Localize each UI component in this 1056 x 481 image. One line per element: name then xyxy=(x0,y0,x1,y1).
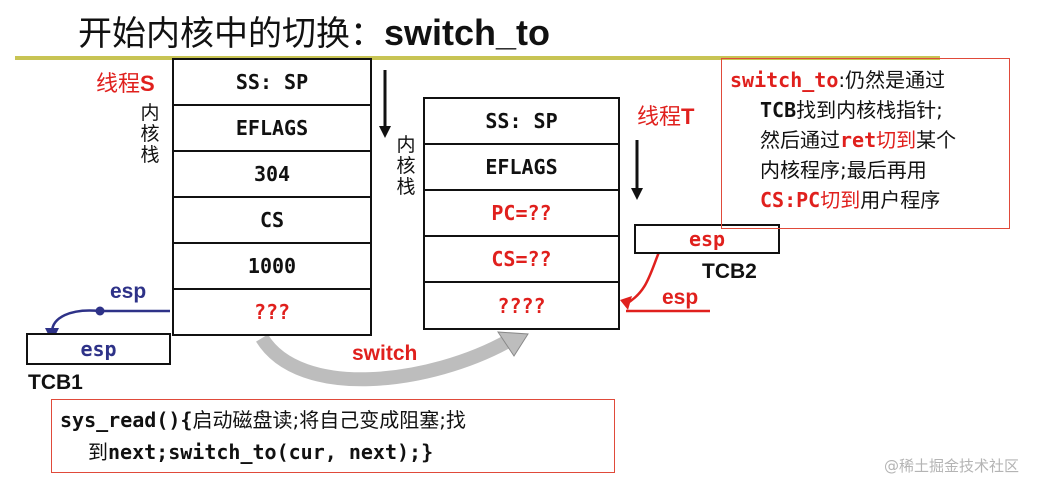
thread-s-kernel-stack: SS: SP EFLAGS 304 CS 1000 ??? xyxy=(172,58,372,336)
note-line-2: TCB找到内核栈指针; xyxy=(760,98,943,122)
thread-t-kernel-stack: SS: SP EFLAGS PC=?? CS=?? ???? xyxy=(423,97,620,330)
note-line-5: CS:PC切到用户程序 xyxy=(760,188,941,212)
sys-read-code: sys_read(){启动磁盘读;将自己变成阻塞;找 到next;switch_… xyxy=(51,399,615,473)
note-line-4: 内核程序;最后再用 xyxy=(760,158,927,182)
watermark: @稀土掘金技术社区 xyxy=(884,457,1020,475)
thread-s-cell-ss-sp: SS: SP xyxy=(174,60,370,106)
tcb1-name: TCB1 xyxy=(28,371,83,394)
thread-s-esp-label: esp xyxy=(110,280,147,303)
code-line-2: 到next;switch_to(cur, next);} xyxy=(88,440,434,464)
code-line-1: sys_read(){启动磁盘读;将自己变成阻塞;找 xyxy=(60,408,466,432)
page-title: 开始内核中的切换：switch_to xyxy=(78,6,550,55)
tcb2-esp-field: esp xyxy=(634,224,780,254)
thread-s-cell-1000: 1000 xyxy=(174,244,370,290)
thread-t-cell-eflags: EFLAGS xyxy=(425,145,618,191)
thread-t-stack-label: 内核栈 xyxy=(396,134,416,198)
note-line-1: switch_to:仍然是通过 xyxy=(730,68,946,92)
tcb2-name: TCB2 xyxy=(702,260,757,283)
thread-t-cell-pc: PC=?? xyxy=(425,191,618,237)
stack-growth-arrowhead-s xyxy=(379,126,391,138)
thread-t-cell-unknown: ???? xyxy=(497,293,546,318)
title-func: switch_to xyxy=(384,12,551,53)
switch-label: switch xyxy=(352,342,418,365)
tcb1-esp-field: esp xyxy=(26,333,171,365)
esp-pointer-t-head xyxy=(620,296,632,310)
esp-pointer-s-curve xyxy=(50,309,101,333)
switch-to-note: switch_to:仍然是通过 TCB找到内核栈指针; 然后通过ret切到某个 … xyxy=(721,58,1010,229)
thread-s-label: 线程S xyxy=(96,71,155,97)
title-prefix: 开始内核中的切换： xyxy=(78,14,384,54)
note-line-3: 然后通过ret切到某个 xyxy=(760,128,957,152)
thread-s-cell-304: 304 xyxy=(174,152,370,198)
stack-growth-arrowhead-t xyxy=(631,188,643,200)
thread-s-cell-cs: CS xyxy=(174,198,370,244)
thread-s-cell-unknown: ??? xyxy=(253,300,291,324)
thread-s-stack-label: 内核栈 xyxy=(140,102,160,166)
switch-curve-arrowhead xyxy=(497,331,529,357)
thread-s-cell-eflags: EFLAGS xyxy=(174,106,370,152)
thread-t-cell-ss-sp: SS: SP xyxy=(425,99,618,145)
thread-t-label: 线程T xyxy=(637,104,695,130)
title-divider xyxy=(15,56,940,60)
thread-t-cell-cs: CS=?? xyxy=(425,237,618,283)
switch-curve-arrow xyxy=(256,333,514,387)
thread-t-esp-label: esp xyxy=(662,286,699,309)
